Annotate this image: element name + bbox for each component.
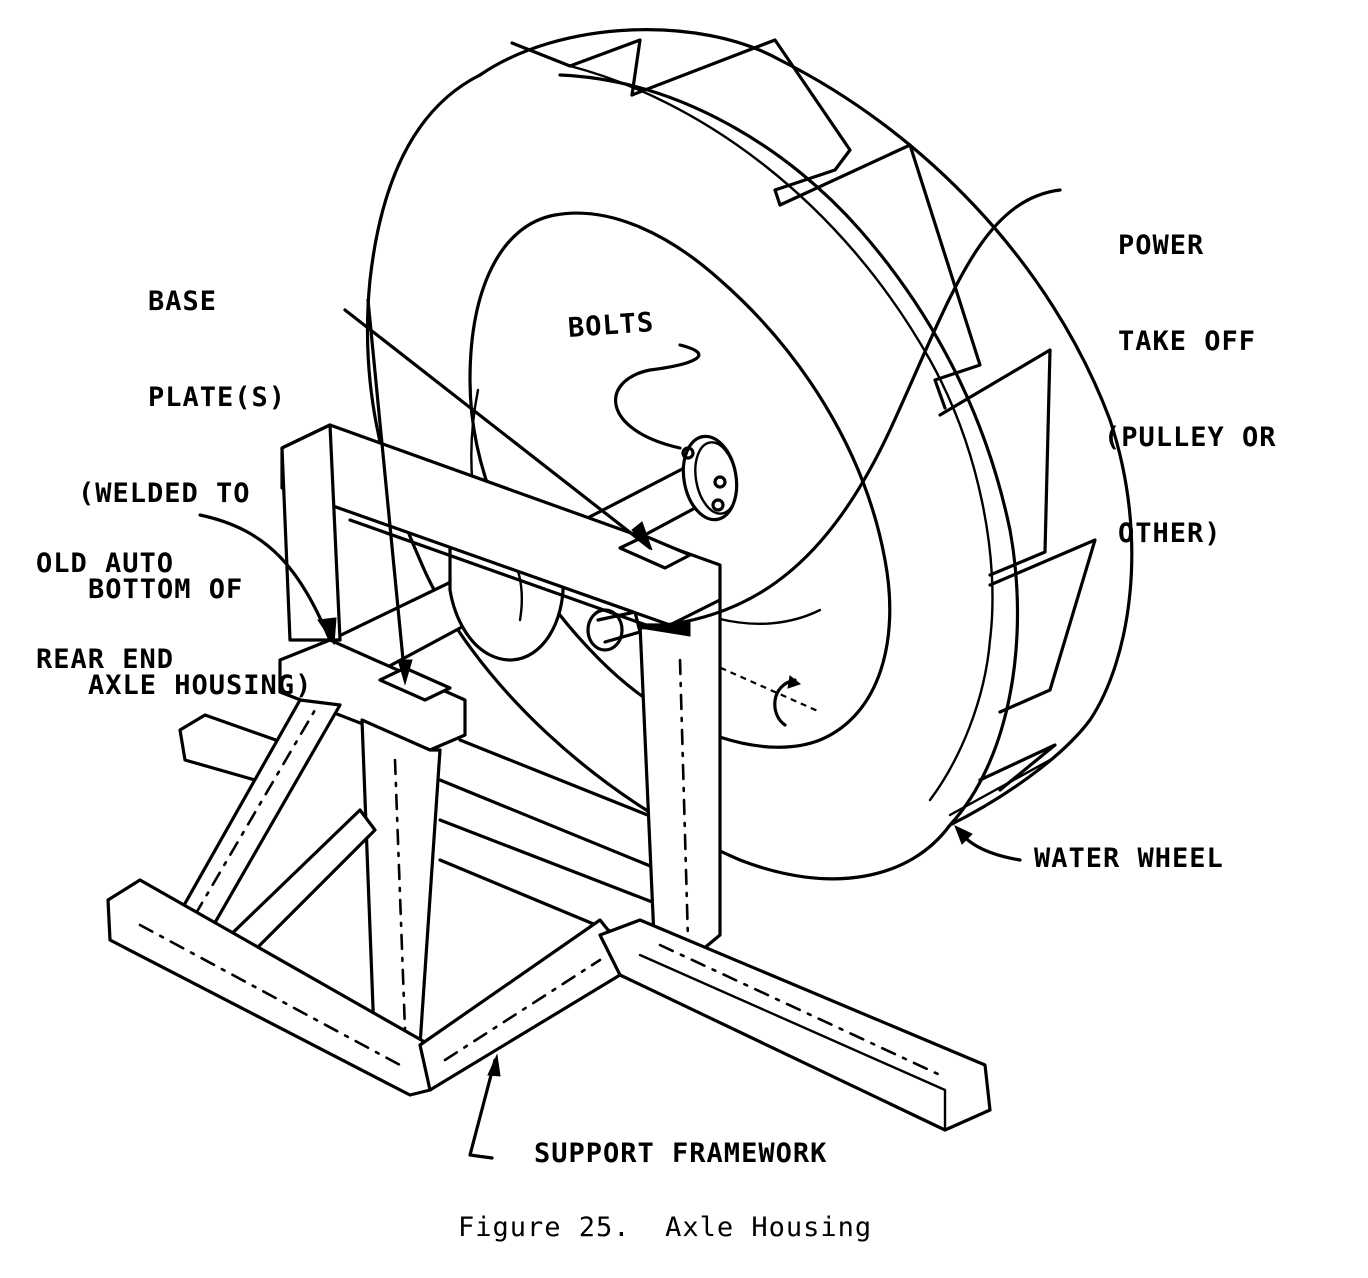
label-base-plate-line-5: AXLE HOUSING) (88, 670, 313, 701)
grain-diagonal-brace (193, 708, 317, 917)
label-base-plate: BASE PLATE(S) (WELDED TO BOTTOM OF AXLE … (78, 222, 312, 734)
leader-water-wheel-arrow (954, 825, 973, 845)
label-old-auto-rear-end: OLD AUTO REAR END (36, 484, 174, 708)
base-plate-left (378, 666, 452, 702)
grain-base-left (138, 923, 402, 1067)
frame-base-runner-edge (638, 953, 947, 1132)
hub-flange-rim (694, 441, 738, 515)
bolt-1 (681, 446, 695, 460)
wheel-bucket-6 (978, 743, 1057, 792)
wheel-bucket-3 (778, 143, 982, 410)
leader-support-framework (468, 1058, 497, 1160)
grain-right-post (678, 658, 690, 942)
back-plank-3 (438, 778, 662, 872)
leader-base-plate-right (343, 308, 652, 550)
back-plank-1 (348, 518, 662, 632)
label-base-plate-line-4: BOTTOM OF (88, 574, 244, 605)
wheel-bucket-4 (938, 348, 1052, 577)
back-plank-5 (438, 858, 622, 937)
frame-right-rear-post (638, 598, 722, 962)
label-power-take-off-line-1: POWER (1118, 230, 1205, 261)
frame-base-runner (598, 918, 992, 1132)
grain-front-post (393, 758, 407, 1032)
label-base-plate-line-2: PLATE(S) (148, 382, 287, 413)
wheel-bucket-2 (630, 38, 852, 207)
leaders (198, 188, 1062, 1160)
rotation-arrow-head (787, 675, 802, 689)
support-framework (106, 423, 992, 1132)
leader-base-plate-left-arrow (397, 659, 413, 686)
label-base-plate-line-1: BASE (148, 286, 218, 317)
leader-base-plate-right-arrow (631, 521, 653, 551)
wheel-outer-back-rim (478, 28, 1134, 827)
leader-old-auto-rear-end-arrow (317, 617, 337, 646)
wheel-bucket-5 (988, 538, 1097, 714)
frame-base-front-beam (418, 918, 622, 1092)
figure-caption: Figure 25. Axle Housing (458, 1212, 873, 1243)
label-old-auto-rear-end-line-2: REAR END (36, 644, 175, 675)
leader-support-framework-arrow (487, 1053, 501, 1077)
frame-left-rear-post (280, 423, 342, 642)
label-power-take-off-line-4: OTHER) (1118, 518, 1222, 549)
leader-power-take-off (638, 188, 1062, 630)
label-base-plate-line-3: (WELDED TO (78, 478, 251, 509)
label-bolts: BOLTS (566, 307, 656, 344)
label-power-take-off-line-2: TAKE OFF (1118, 326, 1257, 357)
back-plank-2 (458, 738, 662, 822)
bolt-3 (711, 498, 725, 512)
label-old-auto-rear-end-line-1: OLD AUTO (36, 548, 175, 579)
wheel-front-outer-rim (365, 73, 1020, 881)
leader-base-plate-left (366, 298, 407, 682)
back-plank-4 (438, 818, 662, 907)
label-power-take-off-line-3: (PULLEY OR (1104, 422, 1277, 453)
base-plate-right (618, 534, 692, 570)
label-support-framework: SUPPORT FRAMEWORK (534, 1138, 828, 1169)
leader-bolts (614, 343, 701, 450)
wheel-bucket-1 (510, 38, 642, 97)
leader-old-auto-rear-end (198, 513, 332, 642)
bolt-2 (713, 475, 727, 489)
wheel-bucket-6b (948, 758, 1052, 817)
water-wheel (365, 28, 1134, 881)
leader-power-take-off-arrow (639, 619, 691, 637)
grain-base-runner (658, 943, 942, 1077)
grain-base-front (443, 958, 602, 1062)
label-power-take-off: POWER TAKE OFF (PULLEY OR OTHER) (1104, 166, 1277, 582)
wheel-inner-ring (468, 211, 892, 749)
wheel-back-inner-rim (568, 64, 994, 802)
label-water-wheel: WATER WHEEL (1034, 843, 1224, 874)
